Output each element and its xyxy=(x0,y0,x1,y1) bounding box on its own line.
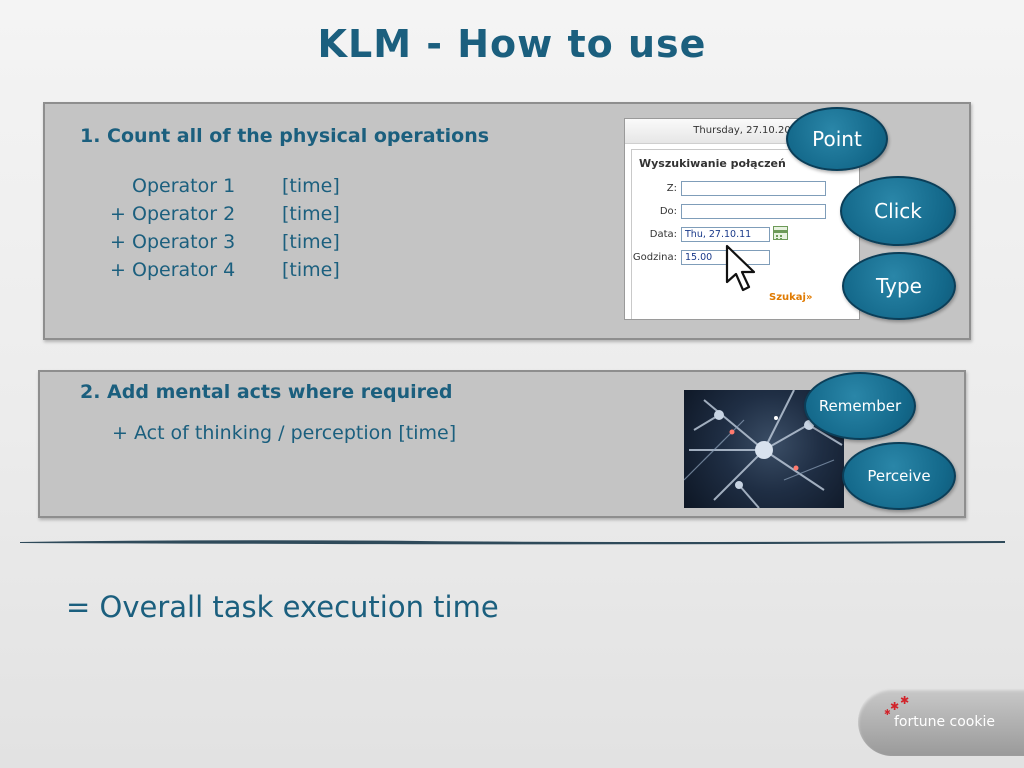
form-frame xyxy=(631,149,859,319)
slide-title: KLM - How to use xyxy=(317,22,707,66)
from-input[interactable] xyxy=(681,181,826,196)
operator-row: + Operator 2 [time] xyxy=(110,200,340,228)
section1-heading: 1. Count all of the physical operations xyxy=(80,125,490,147)
point-bubble-label: Point xyxy=(812,127,862,151)
section2-heading: 2. Add mental acts where required xyxy=(80,381,453,403)
operator-time: [time] xyxy=(282,175,340,197)
time-label: Godzina: xyxy=(632,252,677,263)
operator-name: Operator 2 xyxy=(132,203,236,225)
calendar-icon[interactable] xyxy=(773,226,788,240)
operator-time: [time] xyxy=(282,203,340,225)
operator-prefix: + xyxy=(110,231,126,253)
remember-bubble-label: Remember xyxy=(818,397,902,415)
search-link[interactable]: Szukaj» xyxy=(769,292,813,303)
operator-list: Operator 1 [time] + Operator 2 [time] + … xyxy=(110,172,340,284)
fortune-cookie-logo: ✱ ✱ ✱ fortune cookie xyxy=(858,688,1024,756)
logo-text: fortune cookie xyxy=(894,714,995,730)
type-bubble-label: Type xyxy=(876,274,922,298)
operator-name: Operator 1 xyxy=(132,175,236,197)
to-input[interactable] xyxy=(681,204,826,219)
perceive-bubble-label: Perceive xyxy=(867,467,931,485)
star-icon: ✱ xyxy=(890,700,900,713)
operator-time: [time] xyxy=(282,259,340,281)
divider xyxy=(20,530,1005,545)
star-icon: ✱ xyxy=(884,708,891,717)
click-bubble: Click xyxy=(840,176,956,246)
operator-prefix: + xyxy=(110,203,126,225)
perceive-bubble: Perceive xyxy=(842,442,956,510)
point-bubble: Point xyxy=(786,107,888,171)
from-label: Z: xyxy=(666,183,677,194)
operator-row: + Operator 4 [time] xyxy=(110,256,340,284)
to-label: Do: xyxy=(659,206,677,217)
operator-time: [time] xyxy=(282,231,340,253)
mental-act-item: + Act of thinking / perception [time] xyxy=(112,422,457,444)
operator-prefix: + xyxy=(110,259,126,281)
time-input[interactable]: 15.00 xyxy=(681,250,770,265)
operator-prefix xyxy=(110,172,132,200)
date-input[interactable]: Thu, 27.10.11 xyxy=(681,227,770,242)
click-bubble-label: Click xyxy=(874,199,922,223)
date-label: Data: xyxy=(649,229,677,240)
form-title: Wyszukiwanie połączeń xyxy=(639,157,786,170)
operator-name: Operator 4 xyxy=(132,259,236,281)
type-bubble: Type xyxy=(842,252,956,320)
overall-time-text: = Overall task execution time xyxy=(66,590,499,624)
mouse-pointer-icon xyxy=(725,244,759,298)
remember-bubble: Remember xyxy=(804,372,916,440)
star-icon: ✱ xyxy=(900,694,910,707)
operator-row: + Operator 3 [time] xyxy=(110,228,340,256)
operator-row: Operator 1 [time] xyxy=(110,172,340,200)
operator-name: Operator 3 xyxy=(132,231,236,253)
